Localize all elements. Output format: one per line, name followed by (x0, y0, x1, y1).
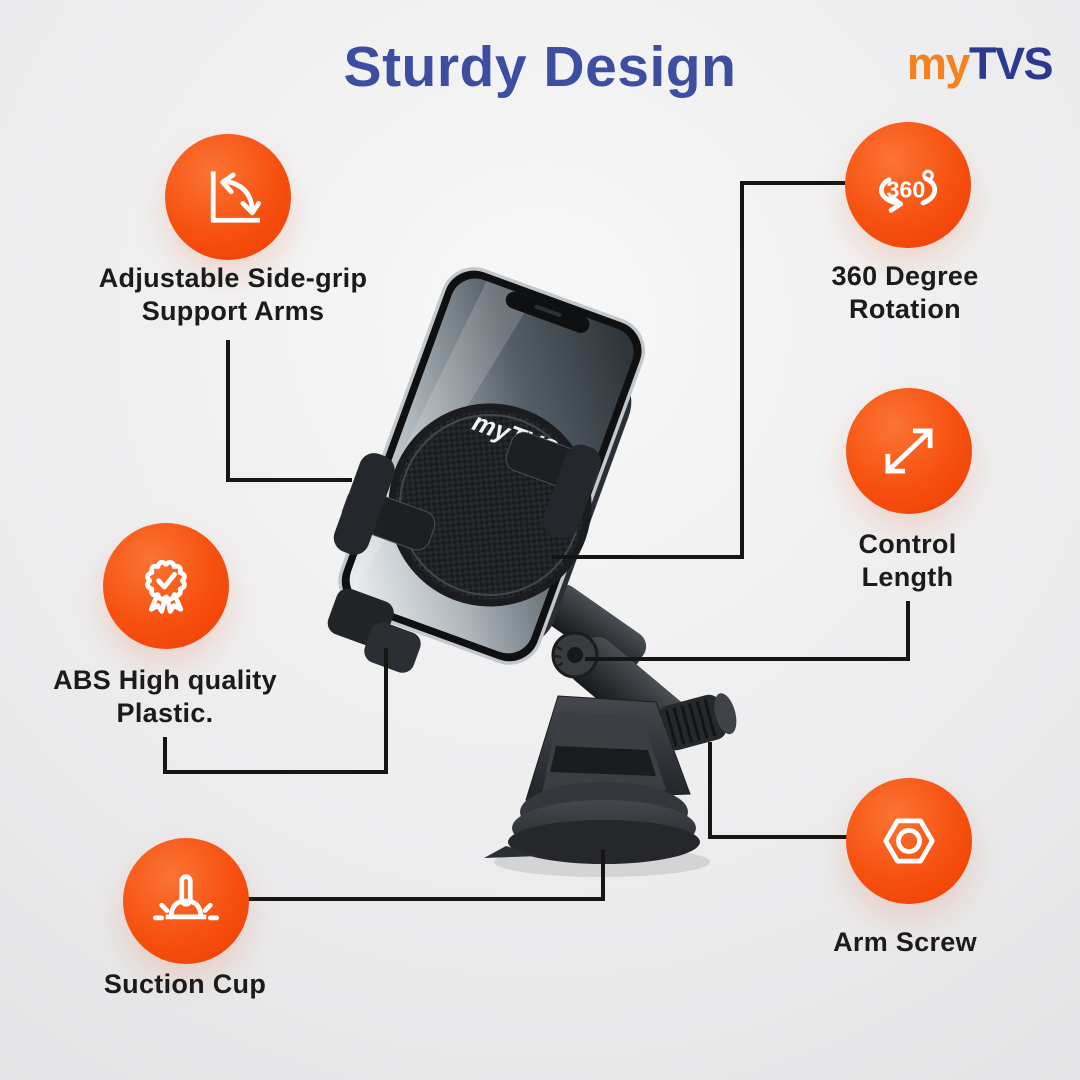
feature-label-line: Plastic. (116, 697, 214, 728)
feature-label-line: Control (858, 529, 957, 559)
product-phone-mount: myTVS (327, 267, 737, 877)
quality-badge-icon (145, 559, 187, 614)
connector-rotation (552, 181, 845, 559)
feature-label-arm-screw: Arm Screw (795, 926, 1015, 959)
connector-lines (163, 181, 910, 901)
brand-logo-suffix: TVS (968, 38, 1054, 89)
brand-logo: myTVS (906, 38, 1054, 90)
pivot-knuckle (551, 631, 599, 679)
rotation-360-icon: 360 (879, 169, 938, 213)
connector-abs-plastic (163, 648, 388, 774)
feature-label-line: Length (861, 561, 954, 592)
feature-circle-control-length (846, 388, 972, 514)
feature-label-line: Arm Screw (833, 927, 977, 957)
feature-label-control-length: Control Length (815, 528, 1000, 594)
suction-cup-icon (152, 874, 220, 921)
connector-arm-screw (708, 742, 848, 839)
arm-screw-knob (658, 693, 737, 751)
connector-control-length (585, 601, 910, 661)
feature-circle-side-grip (165, 134, 291, 260)
feature-label-line: Adjustable Side-grip (98, 263, 368, 293)
page-title: Sturdy Design (343, 35, 737, 99)
feature-label-rotation: 360 Degree Rotation (795, 260, 1015, 326)
feature-label-abs-plastic: ABS High quality Plastic. (25, 664, 305, 730)
bottom-foot-clips (327, 588, 421, 673)
feature-label-line: Suction Cup (103, 969, 267, 999)
adjustable-angle-icon (210, 171, 262, 223)
mount-base (525, 695, 691, 801)
feature-label-line: Support Arms (141, 295, 325, 326)
resize-diagonal-icon (885, 428, 933, 474)
feature-circle-arm-screw (846, 778, 972, 904)
feature-label-line: 360 Degree (831, 261, 979, 291)
feature-circle-abs-plastic (103, 523, 229, 649)
hex-nut-icon (883, 818, 935, 864)
feature-circle-suction-cup (123, 838, 249, 964)
suction-cup-base (484, 782, 700, 864)
feature-label-suction-cup: Suction Cup (65, 968, 305, 1001)
connector-side-grip (226, 340, 352, 482)
feature-label-side-grip: Adjustable Side-grip Support Arms (63, 262, 403, 328)
suction-pull-tab (484, 846, 540, 858)
feature-circle-rotation: 360 (845, 122, 971, 248)
grip-arm-right (505, 431, 602, 539)
grip-arm-left (333, 453, 436, 555)
feature-label-line: Rotation (849, 293, 961, 324)
phone-speaker (534, 304, 562, 317)
brand-logo-prefix: my (906, 38, 971, 89)
connector-suction-cup (248, 850, 605, 901)
feature-label-line: ABS High quality (53, 665, 277, 695)
